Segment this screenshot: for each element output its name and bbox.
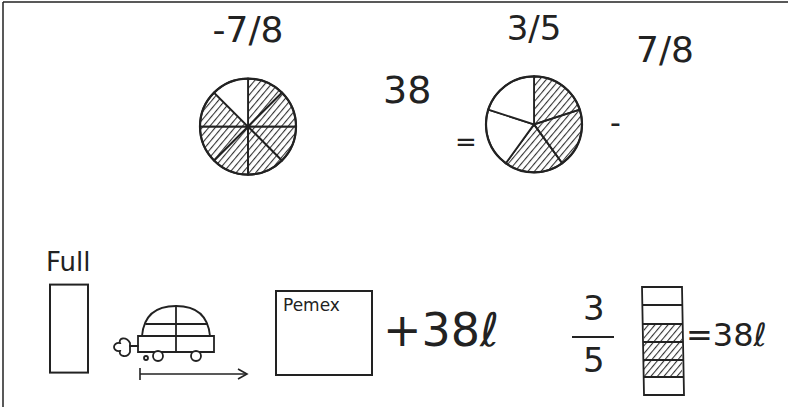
car-sketch — [114, 306, 214, 361]
node-text: Pemex — [275, 290, 373, 321]
fraction-bar — [572, 336, 614, 338]
node-text: 3/5 — [466, 10, 602, 47]
circle-slice — [488, 76, 534, 124]
circle-slice — [200, 127, 248, 161]
page-frame — [3, 2, 788, 407]
circle-outline — [200, 79, 296, 175]
circle-slice — [248, 127, 282, 175]
fifths-circle: 3/5 — [466, 10, 602, 176]
circle-slice — [248, 93, 296, 127]
box-outline — [276, 291, 372, 375]
amount-number: 38 — [383, 70, 431, 112]
node-text: Full — [40, 248, 120, 277]
tank-outline — [50, 285, 88, 373]
full-tank: Full — [40, 248, 120, 377]
eighths-circle: -7/8 — [180, 10, 316, 179]
equals-sign: = — [455, 128, 477, 157]
minus-sign: - — [610, 106, 621, 139]
litres-text: =38ℓ — [686, 318, 767, 353]
litres-text: +38ℓ — [383, 305, 499, 356]
segmented-tank — [642, 287, 684, 395]
distance-arrow — [140, 368, 247, 380]
denominator: 5 — [583, 342, 605, 379]
fraction-text: 7/8 — [636, 30, 694, 70]
numerator: 3 — [583, 290, 605, 327]
station-box: Pemex — [275, 290, 373, 376]
circle-slice — [214, 79, 248, 127]
circle-outline — [486, 76, 582, 172]
node-text: -7/8 — [180, 10, 316, 50]
